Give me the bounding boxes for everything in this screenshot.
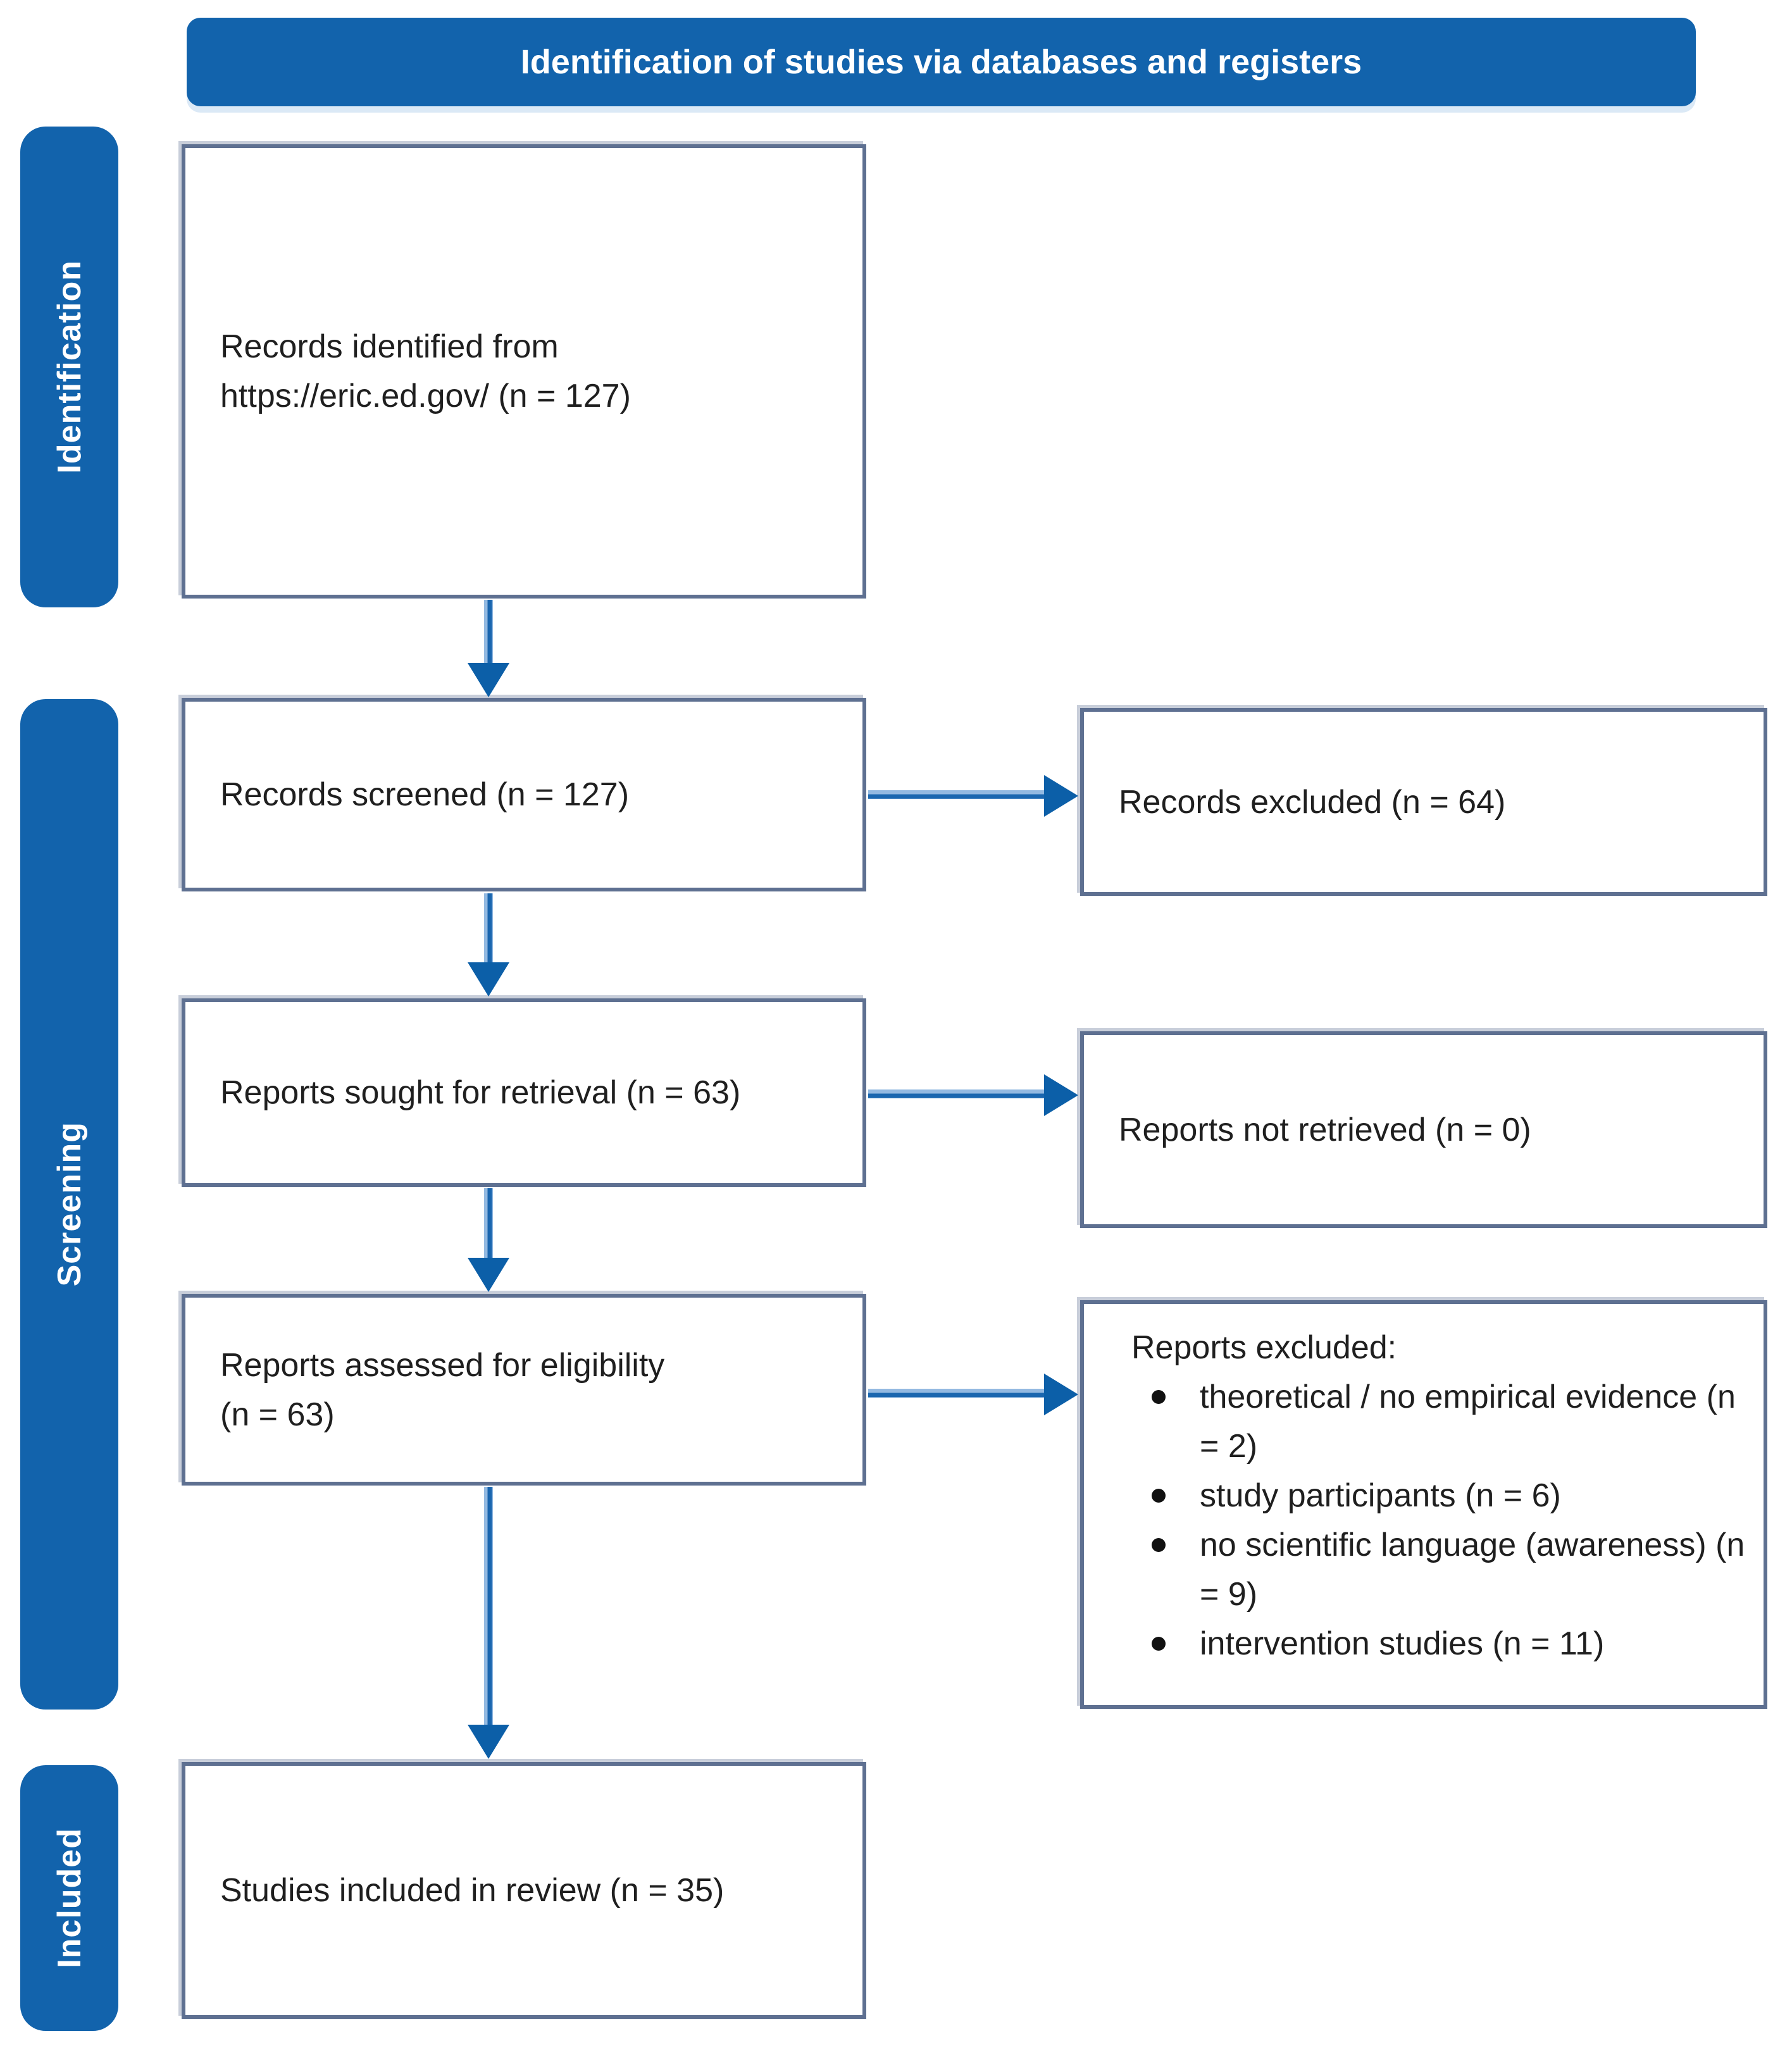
reports-assessed-line1: Reports assessed for eligibility	[220, 1346, 665, 1384]
stage-label-included: Included	[51, 1828, 88, 1968]
exclusion-reason-item: no scientific language (awareness) (n = …	[1131, 1520, 1748, 1619]
stage-label-identification: Identification	[51, 260, 88, 474]
box-reports-not-retrieved: Reports not retrieved (n = 0)	[1080, 1031, 1767, 1228]
reports-sought-label: Reports sought for retrieval (n = 63)	[220, 1074, 741, 1111]
records-identified-line1: Records identified from	[220, 328, 559, 365]
exclusion-reason-item: study participants (n = 6)	[1131, 1471, 1748, 1520]
records-identified-line2: https://eric.ed.gov/ (n = 127)	[220, 378, 631, 414]
arrow-screened-to-sought	[468, 893, 509, 996]
reports-excluded-heading: Reports excluded:	[1131, 1329, 1397, 1366]
stage-bar-included: Included	[20, 1765, 118, 2031]
stage-bar-screening: Screening	[20, 699, 118, 1710]
arrow-assessed-to-reports-excluded	[868, 1374, 1078, 1415]
box-records-excluded: Records excluded (n = 64)	[1080, 708, 1767, 896]
box-reports-assessed: Reports assessed for eligibility (n = 63…	[182, 1294, 866, 1486]
box-reports-excluded-reasons: Reports excluded: theoretical / no empir…	[1080, 1300, 1767, 1709]
box-records-screened: Records screened (n = 127)	[182, 698, 866, 891]
records-excluded-label: Records excluded (n = 64)	[1119, 783, 1506, 821]
stage-bar-identification: Identification	[20, 127, 118, 607]
box-records-identified: Records identified from https://eric.ed.…	[182, 144, 866, 599]
records-screened-label: Records screened (n = 127)	[220, 776, 630, 813]
exclusion-reason-item: theoretical / no empirical evidence (n =…	[1131, 1372, 1748, 1471]
arrow-sought-to-assessed	[468, 1188, 509, 1292]
arrow-assessed-to-included	[468, 1487, 509, 1759]
box-reports-sought: Reports sought for retrieval (n = 63)	[182, 998, 866, 1187]
reports-not-retrieved-label: Reports not retrieved (n = 0)	[1119, 1111, 1531, 1148]
reports-assessed-line2: (n = 63)	[220, 1396, 335, 1433]
studies-included-label: Studies included in review (n = 35)	[220, 1872, 725, 1909]
arrow-sought-to-not-retrieved	[868, 1074, 1078, 1116]
exclusion-reason-item: intervention studies (n = 11)	[1131, 1619, 1748, 1668]
diagram-title: Identification of studies via databases …	[520, 43, 1362, 81]
stage-label-screening: Screening	[51, 1122, 88, 1287]
arrow-identified-to-screened	[468, 600, 509, 697]
exclusion-reason-list: theoretical / no empirical evidence (n =…	[1131, 1372, 1748, 1668]
diagram-title-banner: Identification of studies via databases …	[187, 18, 1696, 106]
box-studies-included: Studies included in review (n = 35)	[182, 1762, 866, 2019]
arrow-screened-to-excluded	[868, 775, 1078, 817]
